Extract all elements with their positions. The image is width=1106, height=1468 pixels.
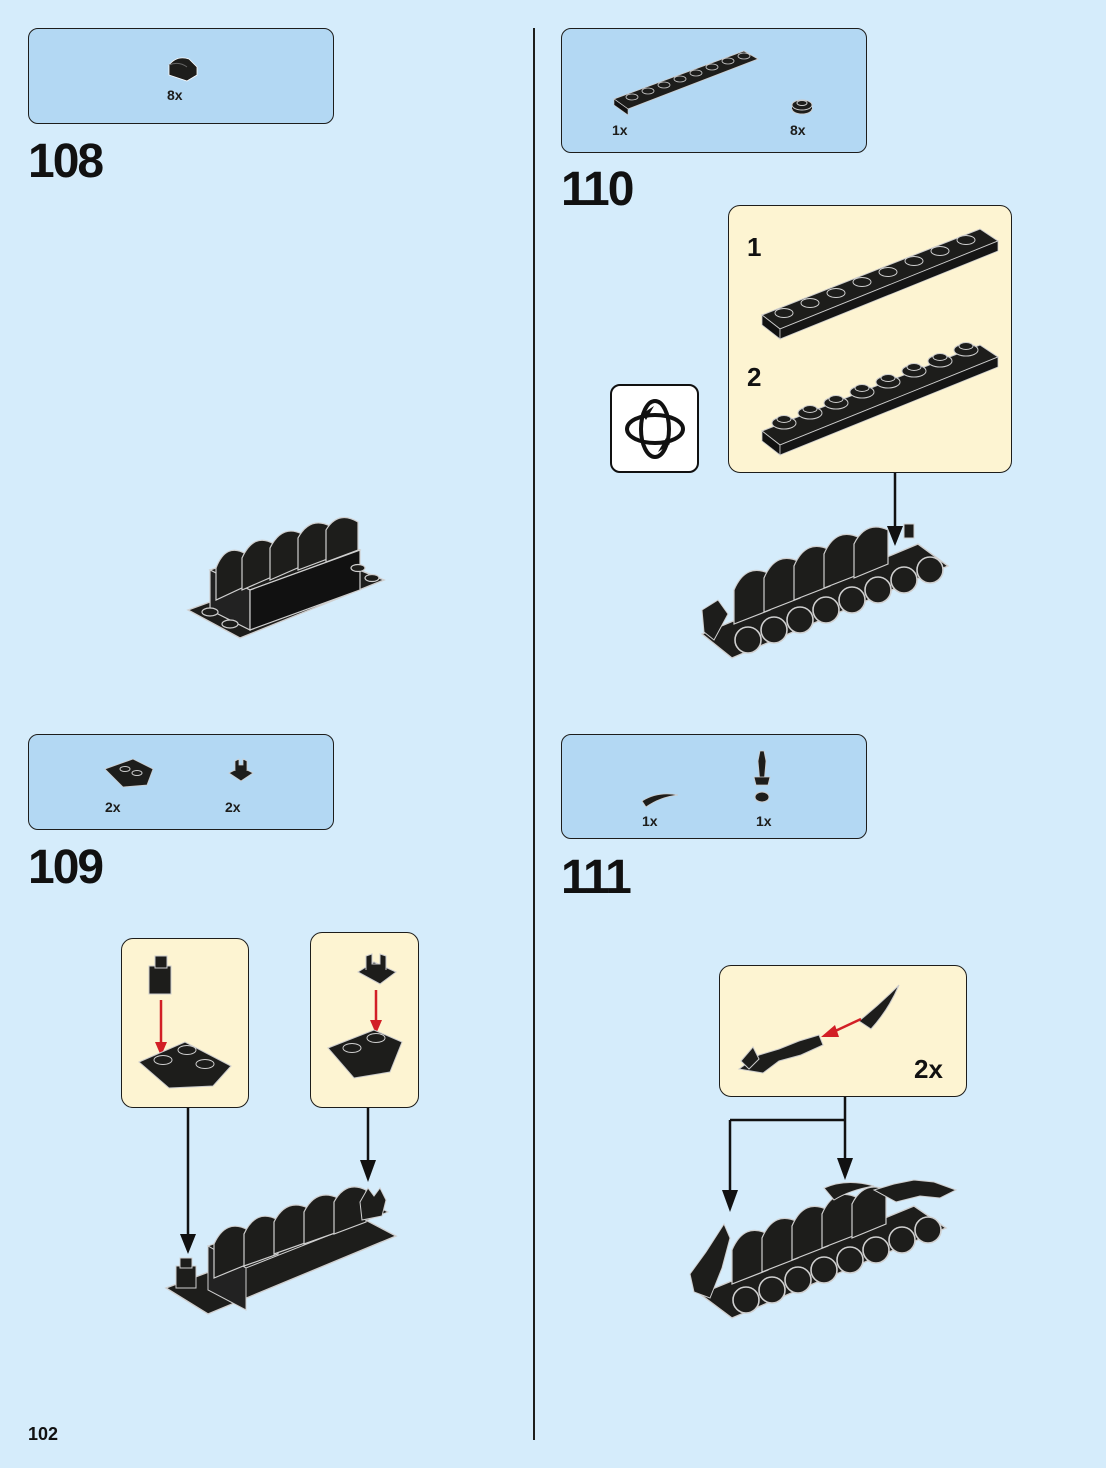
page-number: 102 (28, 1424, 58, 1445)
model-assembly-111 (684, 1176, 968, 1326)
